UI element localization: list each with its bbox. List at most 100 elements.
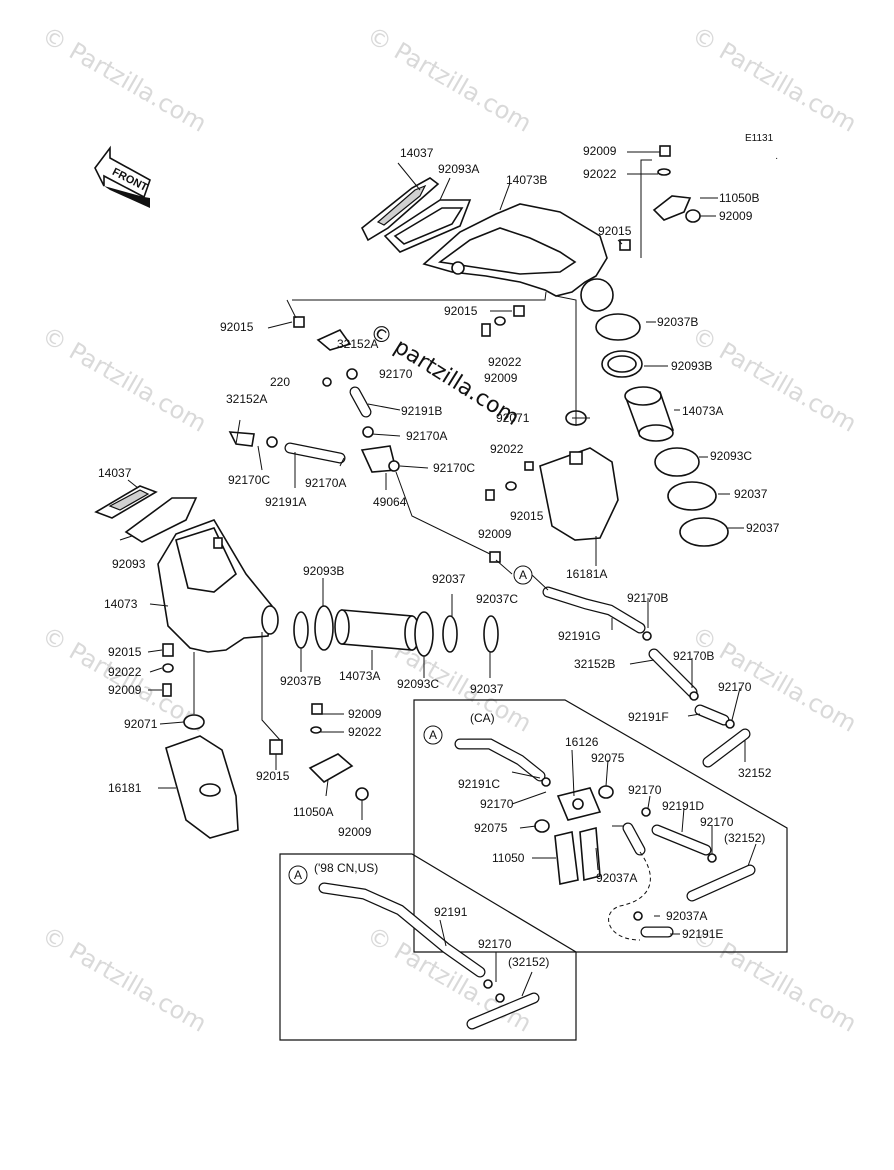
part-label: 92037 bbox=[432, 572, 466, 586]
part-label: 92191 bbox=[434, 905, 468, 919]
part-label: 92093B bbox=[671, 359, 712, 373]
part-label: 92170B bbox=[627, 591, 668, 605]
part-number-labels: 1403792093A14073B920099202211050B9200992… bbox=[98, 144, 780, 969]
part-label: 92191A bbox=[265, 495, 306, 509]
resonator-16181A bbox=[539, 410, 619, 541]
part-label: 16181 bbox=[108, 781, 142, 795]
cap-92075-b bbox=[534, 819, 550, 833]
gasket-92093A bbox=[383, 199, 472, 253]
gasket-92093C-upper bbox=[654, 447, 700, 477]
filter-14037-lower bbox=[94, 485, 158, 519]
part-label: 92093A bbox=[438, 162, 479, 176]
part-label: 92015 bbox=[444, 304, 478, 318]
part-label: 92191B bbox=[401, 404, 442, 418]
part-label: 32152A bbox=[337, 337, 378, 351]
part-label: 16181A bbox=[566, 567, 607, 581]
part-label: 92093 bbox=[112, 557, 146, 571]
part-label: 11050 bbox=[492, 851, 525, 865]
part-label: 92022 bbox=[108, 665, 142, 679]
clamp-92037-d bbox=[483, 615, 499, 653]
part-label: 92170 bbox=[700, 815, 734, 829]
air-box-14073 bbox=[157, 519, 279, 653]
bolt-92015-lower bbox=[162, 643, 174, 657]
part-label: (32152) bbox=[508, 955, 549, 969]
bracket-11050 bbox=[554, 826, 601, 885]
part-label: 92071 bbox=[496, 411, 530, 425]
part-label: 92022 bbox=[488, 355, 522, 369]
part-label: 11050A bbox=[293, 805, 333, 819]
part-label: 92071 bbox=[124, 717, 158, 731]
cn-us-box-title: ('98 CN,US) bbox=[314, 861, 378, 875]
diagram-code: E1131 bbox=[745, 133, 774, 144]
part-label: 92191F bbox=[628, 710, 669, 724]
part-label: 92022 bbox=[348, 725, 382, 739]
washer-92022-resonator bbox=[505, 481, 517, 491]
part-label: 92037A bbox=[596, 871, 637, 885]
part-label: 92075 bbox=[474, 821, 508, 835]
clamp-92037B-upper bbox=[595, 313, 641, 341]
part-label: 92037B bbox=[280, 674, 321, 688]
part-label: 92015 bbox=[108, 645, 142, 659]
part-label: 92009 bbox=[108, 683, 142, 697]
gasket-92093B-upper bbox=[601, 350, 643, 378]
part-label: 92170 bbox=[628, 783, 662, 797]
part-label: 92191G bbox=[558, 629, 601, 643]
part-label: 92191E bbox=[682, 927, 723, 941]
part-220 bbox=[322, 377, 332, 387]
gasket-92093C-lower bbox=[414, 611, 434, 657]
part-label: 92093C bbox=[397, 677, 439, 691]
part-label: 92170 bbox=[718, 680, 752, 694]
part-label: 92037 bbox=[734, 487, 768, 501]
part-label: 49064 bbox=[373, 495, 407, 509]
ca-variant-box: (CA) bbox=[413, 699, 788, 953]
gasket-92093B-lower bbox=[314, 605, 334, 651]
part-label: 92191C bbox=[458, 777, 500, 791]
resonator-16181 bbox=[165, 735, 239, 839]
bolt-92009 bbox=[481, 323, 491, 337]
part-label: 11050B bbox=[719, 191, 759, 205]
part-label: 92015 bbox=[510, 509, 544, 523]
front-arrow-icon: FRONT bbox=[94, 145, 151, 208]
grommet-92071-lower bbox=[183, 714, 205, 730]
duct-14073A-lower bbox=[334, 609, 420, 651]
svg-text:·: · bbox=[775, 153, 778, 164]
watermark-text: © Partzilla.com bbox=[37, 21, 211, 138]
clamp-92037-a bbox=[667, 481, 717, 511]
part-label: 92009 bbox=[348, 707, 382, 721]
part-label: 92009 bbox=[719, 209, 753, 223]
svg-text:A: A bbox=[294, 868, 302, 882]
part-label: 92170B bbox=[673, 649, 714, 663]
part-label: 92015 bbox=[598, 224, 632, 238]
watermark-text: © Partzilla.com bbox=[362, 21, 536, 138]
part-label: 14073 bbox=[104, 597, 138, 611]
bolt-92009-resonator bbox=[485, 489, 495, 501]
bolt-92015-mid bbox=[513, 305, 525, 317]
part-label: 92022 bbox=[490, 442, 524, 456]
svg-text:A: A bbox=[429, 728, 437, 742]
part-label: 92009 bbox=[478, 527, 512, 541]
bolt-92015-resonator bbox=[524, 461, 534, 471]
part-label: 92075 bbox=[591, 751, 625, 765]
washer-92022-lower bbox=[162, 663, 174, 673]
part-label: 92170 bbox=[480, 797, 514, 811]
part-label: 14073A bbox=[682, 404, 723, 418]
bracket-11050B bbox=[652, 145, 701, 223]
fitting-32152A bbox=[228, 328, 352, 447]
part-label: 92009 bbox=[338, 825, 372, 839]
part-label: 32152A bbox=[226, 392, 267, 406]
part-label: 92015 bbox=[220, 320, 254, 334]
part-label: 92037 bbox=[746, 521, 780, 535]
watermark-text: © Partzilla.com bbox=[687, 21, 861, 138]
callout-a: A A A bbox=[288, 565, 533, 885]
clip-92037C bbox=[489, 551, 501, 563]
clamp-92037B-lower bbox=[293, 611, 309, 649]
bolt-92009-lower bbox=[162, 683, 172, 697]
part-label: 92015 bbox=[256, 769, 290, 783]
part-label: 220 bbox=[270, 375, 290, 389]
filter-14037-upper bbox=[360, 177, 440, 242]
part-label: 92037B bbox=[657, 315, 698, 329]
part-label: 14073B bbox=[506, 173, 547, 187]
watermark-text: © Partzilla.com bbox=[37, 921, 211, 1038]
